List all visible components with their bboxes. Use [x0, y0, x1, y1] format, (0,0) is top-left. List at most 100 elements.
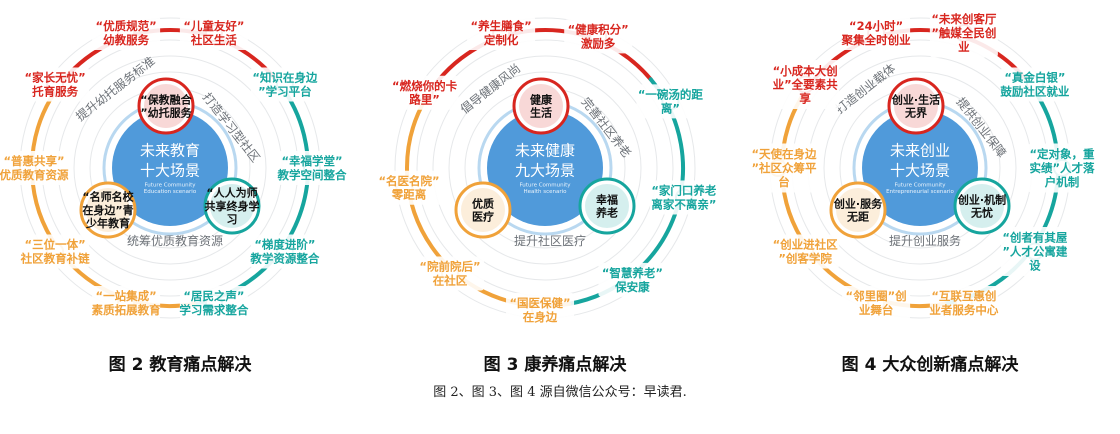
node-label: “居民之声”学习需求整合	[179, 289, 248, 317]
node-label: “创者有其屋”人才公寓建设	[1002, 231, 1068, 273]
node-label: “一站集成”素质拓展教育	[92, 289, 161, 317]
hub-fill	[519, 84, 563, 128]
center-subtitle: 十大场景	[140, 161, 200, 179]
hub-ring	[953, 177, 1011, 235]
node-label-backdrop	[92, 286, 161, 321]
node-label: “名医名院”零距离	[378, 174, 439, 202]
center-subtitle: 九大场景	[515, 161, 575, 179]
node-label: “养生膳食”定制化	[471, 19, 532, 47]
node-label-backdrop	[1000, 67, 1069, 102]
node-label: “家长无忧”托育服务	[25, 71, 86, 99]
background-ring	[448, 71, 642, 265]
node-label-backdrop	[92, 15, 161, 50]
node-label: “儿童友好”社区生活	[183, 19, 244, 47]
hub-label: 健康生活	[530, 92, 553, 119]
node-label: “普惠共享”优质教育资源	[0, 154, 69, 182]
hub-fill	[585, 184, 629, 228]
node-label-backdrop	[250, 234, 319, 269]
background-ring	[823, 71, 1017, 265]
node-label: “智慧养老”保安康	[602, 266, 663, 294]
node-label-backdrop	[21, 67, 90, 102]
node-label: “健康积分”激励多	[568, 22, 629, 50]
node-label: “家门口养老离家不离亲”	[651, 184, 717, 212]
figure-caption-entrepreneurship: 图 4 大众创新痛点解决	[841, 355, 1019, 375]
node-label-backdrop	[842, 286, 911, 321]
hub-ring	[137, 77, 195, 135]
node-label: “知识在身边”学习平台	[252, 71, 318, 99]
hub-fill	[960, 184, 1004, 228]
node-label-backdrop	[467, 15, 536, 50]
node-label-backdrop	[21, 234, 90, 269]
node-label-backdrop	[375, 170, 443, 205]
hub-label: 优质医疗	[472, 196, 494, 223]
center-title: 未来创业	[890, 141, 950, 159]
node-label-backdrop	[771, 60, 840, 110]
node-label: “国医保健”在身边	[509, 296, 570, 324]
node-label: “院前院后”在社区	[419, 260, 480, 288]
hub-label: 创业·服务无距	[833, 196, 883, 223]
hub-fill	[461, 188, 505, 232]
hub-label: 幸福养老	[595, 192, 618, 219]
node-label: “互联互惠创业者服务中心	[929, 289, 998, 317]
hub-label: “人人为师共享终身学习	[205, 186, 260, 226]
hub-fill	[86, 188, 130, 232]
node-label: “定对象，重实绩”人才落户机制	[1029, 147, 1095, 189]
node-label-backdrop	[415, 256, 484, 291]
hub-ring	[887, 77, 945, 135]
node-label-backdrop	[842, 15, 911, 50]
center-subtitle: 十大场景	[890, 161, 950, 179]
arc-slogan: 统筹优质教育资源	[127, 233, 223, 248]
figure-caption-health: 图 3 康养痛点解决	[483, 355, 627, 375]
node-label: “优质规范”幼教服务	[96, 19, 157, 47]
node-label: “小成本大创业”全要素共享	[773, 64, 839, 106]
node-label: “梯度进阶”教学资源整合	[249, 238, 319, 266]
node-label: “创业进社区”创客学院	[773, 238, 839, 266]
node-label: “24小时”聚集全时创业	[841, 19, 911, 47]
node-label-backdrop	[636, 84, 705, 119]
node-label: “真金白银”鼓励社区就业	[1000, 71, 1069, 99]
hub-ring	[829, 181, 887, 239]
node-label: “天使在身边”社区众筹平台	[751, 147, 817, 189]
hub-fill	[836, 188, 880, 232]
node-label: “三位一体”社区教育补链	[20, 238, 90, 266]
node-label-backdrop	[929, 8, 998, 58]
hub-label: “保教融合”幼托服务	[140, 92, 192, 119]
node-label-backdrop	[649, 180, 718, 215]
node-label-backdrop	[278, 151, 346, 185]
node-label-backdrop	[0, 151, 68, 185]
node-label: “邻里圈”创业舞台	[846, 289, 907, 317]
background-ring	[432, 55, 658, 281]
hub-fill	[210, 184, 254, 228]
center-circle	[862, 110, 978, 226]
node-label: “幸福学堂”教学空间整合	[277, 154, 347, 182]
figure-caption-education: 图 2 教育痛点解决	[108, 355, 252, 375]
node-label-backdrop	[929, 286, 998, 321]
hub-ring	[79, 181, 137, 239]
node-label: “燃烧你的卡路里”	[392, 79, 458, 107]
hub-ring	[454, 181, 512, 239]
node-label-backdrop	[179, 286, 248, 321]
node-label-backdrop	[250, 67, 319, 102]
arc-slogan: 提升创业服务	[889, 233, 961, 248]
hub-label: “名师名校在身边”青少年教育	[82, 190, 134, 230]
hub-ring	[578, 177, 636, 235]
node-label-backdrop	[598, 262, 667, 297]
node-label-backdrop	[750, 143, 818, 193]
center-title: 未来教育	[140, 141, 200, 159]
node-label-backdrop	[1028, 143, 1096, 193]
node-label-backdrop	[506, 292, 575, 327]
node-label: “未来创客厅”触媒全民创业	[931, 12, 997, 54]
center-circle	[487, 110, 603, 226]
hub-label: 创业·生活无界	[891, 92, 940, 119]
hub-ring	[203, 177, 261, 235]
node-label-backdrop	[771, 234, 840, 269]
node-label-backdrop	[179, 15, 248, 50]
